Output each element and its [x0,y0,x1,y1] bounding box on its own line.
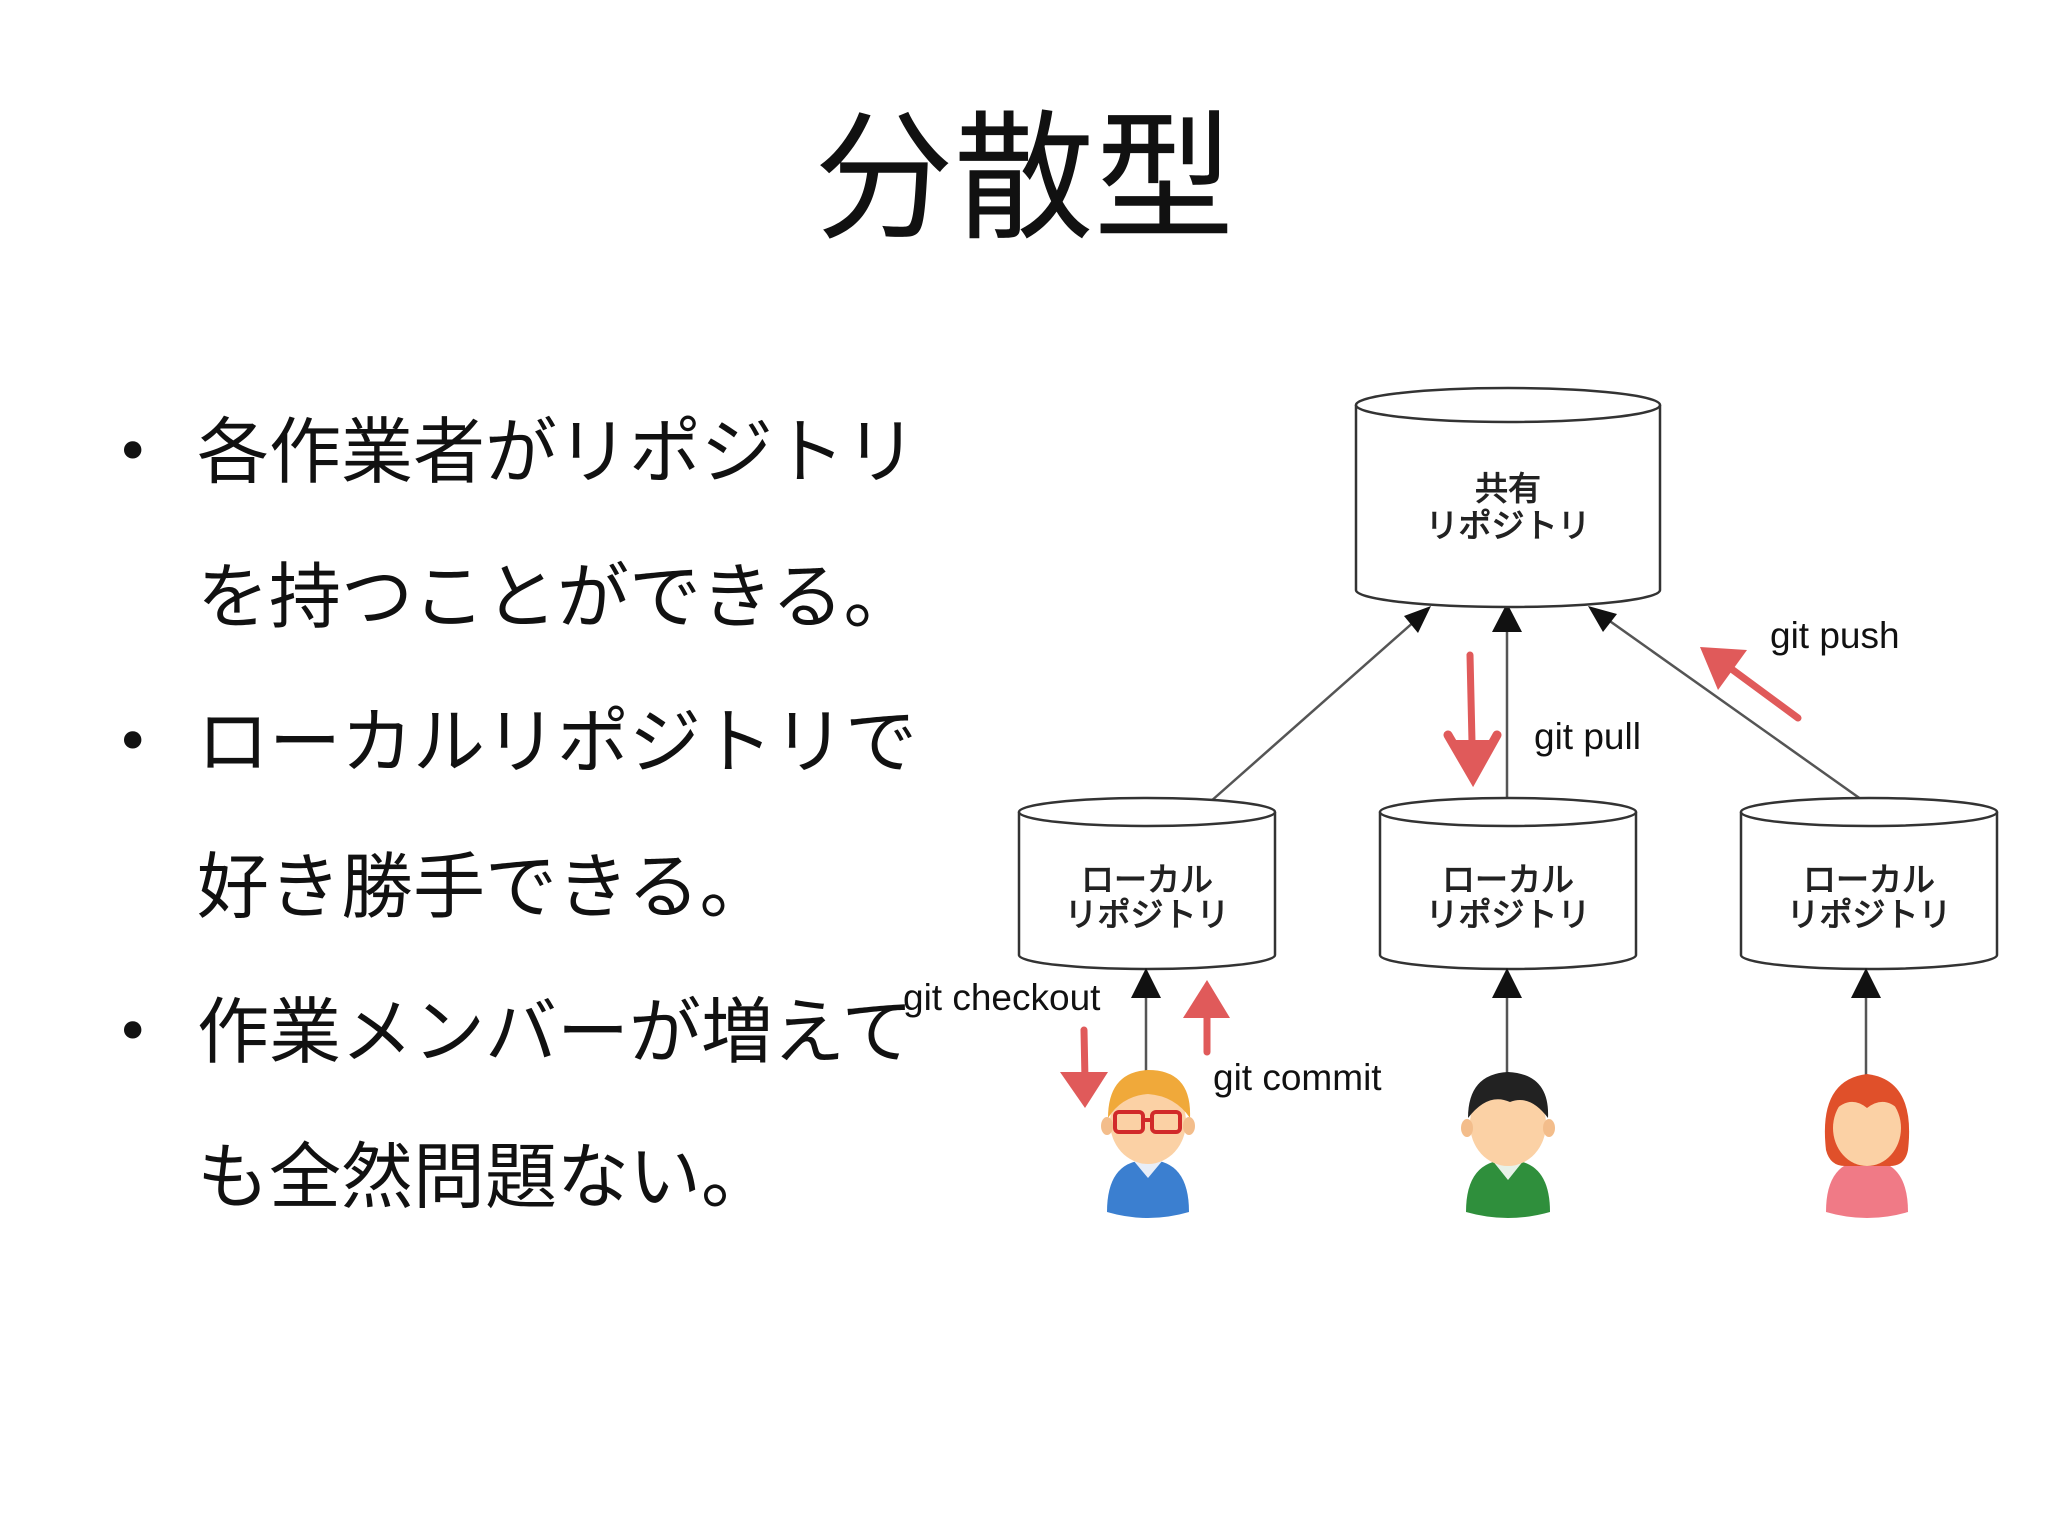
git-checkout-red-arrow [1060,1026,1108,1108]
local-repo-label-line2: リポジトリ [1065,895,1230,934]
git-push-label: git push [1770,615,1900,656]
local-repo-label-line2: リポジトリ [1787,895,1952,934]
connector-arrow [1209,611,1426,803]
local-repo-cylinder: ローカル リポジトリ [1739,796,1999,971]
bullet-dot-icon: • [115,997,151,1067]
arrowhead-icon [1131,968,1161,998]
arrowhead-icon [1404,606,1431,633]
person-red-hair-icon [1824,1074,1910,1218]
bullet-item: • 作業メンバーが増えて も全然問題ない。 [105,960,985,1250]
bullet-item: • 各作業者がリポジトリ を持つことができる。 [105,380,985,670]
arrowhead-icon [1492,968,1522,998]
bullet-text-line: 作業メンバーが増えて [197,990,914,1074]
arrowhead-icon [1588,606,1617,632]
git-pull-label: git pull [1534,716,1641,757]
git-pull-red-arrow [1443,651,1502,788]
local-repo-label-line1: ローカル [1442,860,1574,899]
bullet-list: • 各作業者がリポジトリ を持つことができる。 • ローカルリポジトリで 好き勝… [105,380,985,1250]
bullet-text-line: を持つことができる。 [197,555,916,639]
git-commit-red-arrow [1183,980,1230,1056]
slide-title: 分散型 [813,98,1234,261]
arrowhead-icon [1851,968,1881,998]
bullet-text-line: 各作業者がリポジトリ [197,410,918,494]
bullet-text-line: 好き勝手できる。 [197,845,772,929]
person-dark-hair-icon [1461,1072,1555,1218]
bullet-dot-icon: • [115,417,151,487]
git-commit-label: git commit [1213,1057,1382,1098]
bullet-text-line: も全然問題ない。 [197,1135,774,1219]
person-blonde-glasses-icon [1101,1070,1195,1218]
local-repo-cylinder: ローカル リポジトリ [1017,796,1277,971]
bullet-dot-icon: • [115,707,151,777]
local-repo-label-line1: ローカル [1803,860,1935,899]
local-repo-cylinder: ローカル リポジトリ [1378,796,1638,971]
local-repo-label-line2: リポジトリ [1426,895,1591,934]
bullet-item: • ローカルリポジトリで 好き勝手できる。 [105,670,985,960]
shared-repo-cylinder: 共有 リポジトリ [1354,386,1662,609]
local-repo-label-line1: ローカル [1081,860,1213,899]
bullet-text-line: ローカルリポジトリで [197,700,918,784]
git-push-red-arrow [1700,647,1802,722]
shared-repo-label-line1: 共有 [1475,469,1541,508]
connector-arrow [1596,610,1866,804]
git-checkout-label: git checkout [903,977,1101,1018]
shared-repo-label-line2: リポジトリ [1426,506,1591,545]
arrowhead-icon [1492,603,1522,632]
